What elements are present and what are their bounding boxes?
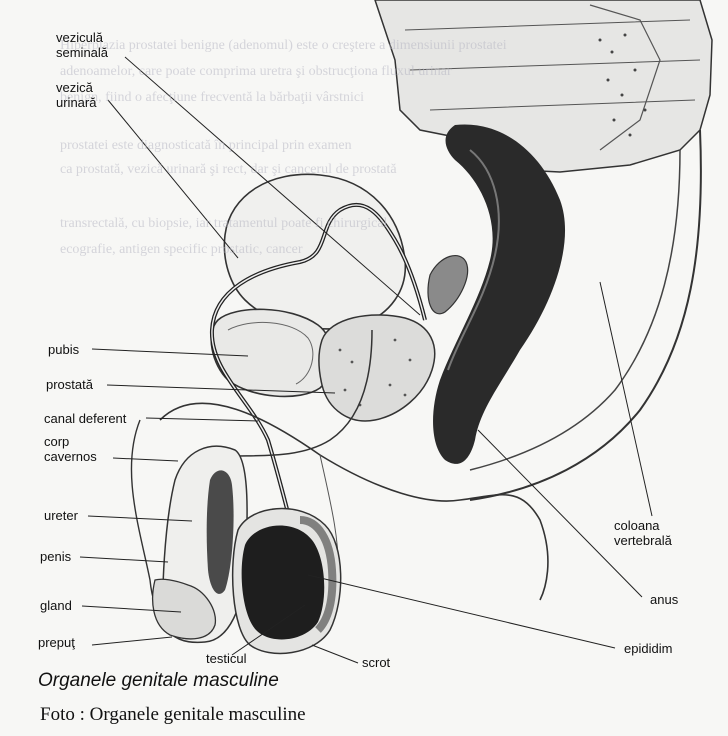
rectum-illustration xyxy=(433,124,566,464)
label-prostata: prostată xyxy=(46,377,93,392)
label-scrot: scrot xyxy=(362,655,391,670)
label-anus: anus xyxy=(650,592,679,607)
label-coloana-vertebrala: coloana vertebrală xyxy=(614,518,672,548)
prostate-illustration xyxy=(318,314,436,422)
scrotum-illustration xyxy=(231,507,342,655)
label-vezica-urinara: vezică urinară xyxy=(56,80,97,110)
label-prepet: prepuţ xyxy=(38,635,75,650)
caption-title: Organele genitale masculine xyxy=(38,670,279,691)
bleed-text-line: ecografie, antigen specific prostatic, c… xyxy=(60,242,303,257)
bleed-text-line: prostatei este diagnosticată în principa… xyxy=(60,138,352,153)
label-testicul: testicul xyxy=(206,651,247,666)
bleed-text-line: Hiperplazia prostatei benigne (adenomul)… xyxy=(60,38,507,53)
label-gland: gland xyxy=(40,598,72,613)
penis-illustration xyxy=(152,445,248,644)
seminal-vesicle-illustration xyxy=(427,254,469,315)
bleed-text-line: transrectală, cu biopsie, iar tratamentu… xyxy=(60,216,388,231)
label-penis: penis xyxy=(40,549,72,564)
label-canal-deferent: canal deferent xyxy=(44,411,127,426)
bleed-text-line: ca prostată, vezică urinară şi rect, dar… xyxy=(60,162,397,177)
pubis-illustration xyxy=(210,308,334,398)
label-vezicula-seminala: veziculă seminală xyxy=(56,30,109,60)
vas-deferens-illustration xyxy=(209,202,427,561)
caption-foto: Foto : Organele genitale masculine xyxy=(40,704,306,725)
label-pubis: pubis xyxy=(48,342,80,357)
label-epididim: epididim xyxy=(624,641,673,656)
leader-lines xyxy=(79,56,653,664)
bleed-text-line: benign, fiind o afecţiune frecventă la b… xyxy=(60,90,364,105)
label-corp-cavernos: corp cavernos xyxy=(44,434,97,464)
label-ureter: ureter xyxy=(44,508,78,523)
bleed-text-line: adenoamelor, care poate comprima uretra … xyxy=(60,64,452,79)
